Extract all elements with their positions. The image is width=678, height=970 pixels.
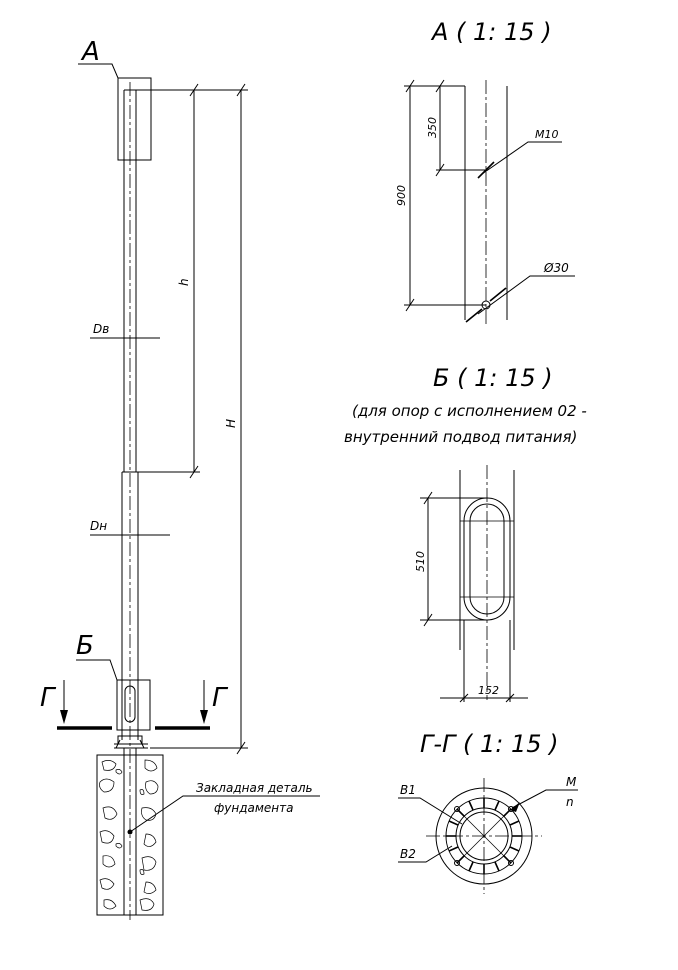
foundation-leader <box>129 795 320 833</box>
foundation-stones <box>99 759 159 911</box>
detail-a-hole-label: Ø30 <box>543 261 569 275</box>
section-label-b1: B1 <box>400 783 416 797</box>
callout-b-slot <box>124 685 136 723</box>
detail-a-dim-900: 900 <box>395 185 408 206</box>
section-gg-title: Г-Г ( 1: 15 ) <box>420 730 559 758</box>
detail-b-dim-510: 510 <box>414 551 427 572</box>
section-b2-leader <box>398 845 453 863</box>
callout-b-label: Б <box>76 631 94 661</box>
detail-a-m10-leader <box>481 141 562 175</box>
section-bolt-holes <box>454 806 514 866</box>
callout-b-leader <box>76 659 118 681</box>
dim-H-label: H <box>224 419 238 428</box>
detail-a-hole-leader <box>477 275 575 315</box>
dim-dv-label: Dв <box>93 322 109 336</box>
section-b1-leader <box>398 797 463 825</box>
section-mn-leader <box>511 789 578 809</box>
detail-a-title: А ( 1: 15 ) <box>430 18 552 46</box>
section-label-n: n <box>566 795 574 809</box>
callout-a-leader <box>78 63 119 79</box>
detail-a: А ( 1: 15 ) 350 900 M10 Ø30 <box>395 18 575 325</box>
foundation-block <box>96 754 164 916</box>
foundation-label-line1: Закладная деталь <box>196 781 313 795</box>
section-label-b2: B2 <box>400 847 416 861</box>
section-g-right-label: Г <box>212 683 229 713</box>
section-g-left-label: Г <box>40 683 57 713</box>
dim-dn-label: Dн <box>90 519 107 533</box>
section-arrow-right <box>200 710 208 724</box>
detail-a-dim-350: 350 <box>426 117 439 138</box>
callout-a-label: А <box>80 37 100 67</box>
callout-a-box <box>117 77 152 161</box>
detail-b-slot-inner <box>469 503 505 615</box>
callout-b-box <box>116 679 151 731</box>
detail-b-note-line1: (для опор с исполнением 02 - <box>352 402 587 420</box>
section-arrow-left <box>60 710 68 724</box>
detail-b-dim-152: 152 <box>478 684 499 697</box>
detail-a-thread-label: M10 <box>535 128 559 141</box>
section-ribs <box>446 798 522 874</box>
main-pole-view: А Б Г Г <box>40 37 320 920</box>
detail-b: Б ( 1: 15 ) (для опор с исполнением 02 -… <box>344 364 587 703</box>
dim-h-label: h <box>177 278 191 286</box>
detail-b-title: Б ( 1: 15 ) <box>433 364 553 392</box>
section-label-m: M <box>566 775 577 789</box>
section-gg: Г-Г ( 1: 15 ) <box>398 730 578 894</box>
detail-b-note-line2: внутренний подвод питания) <box>344 428 577 446</box>
foundation-label-line2: фундамента <box>214 801 293 815</box>
